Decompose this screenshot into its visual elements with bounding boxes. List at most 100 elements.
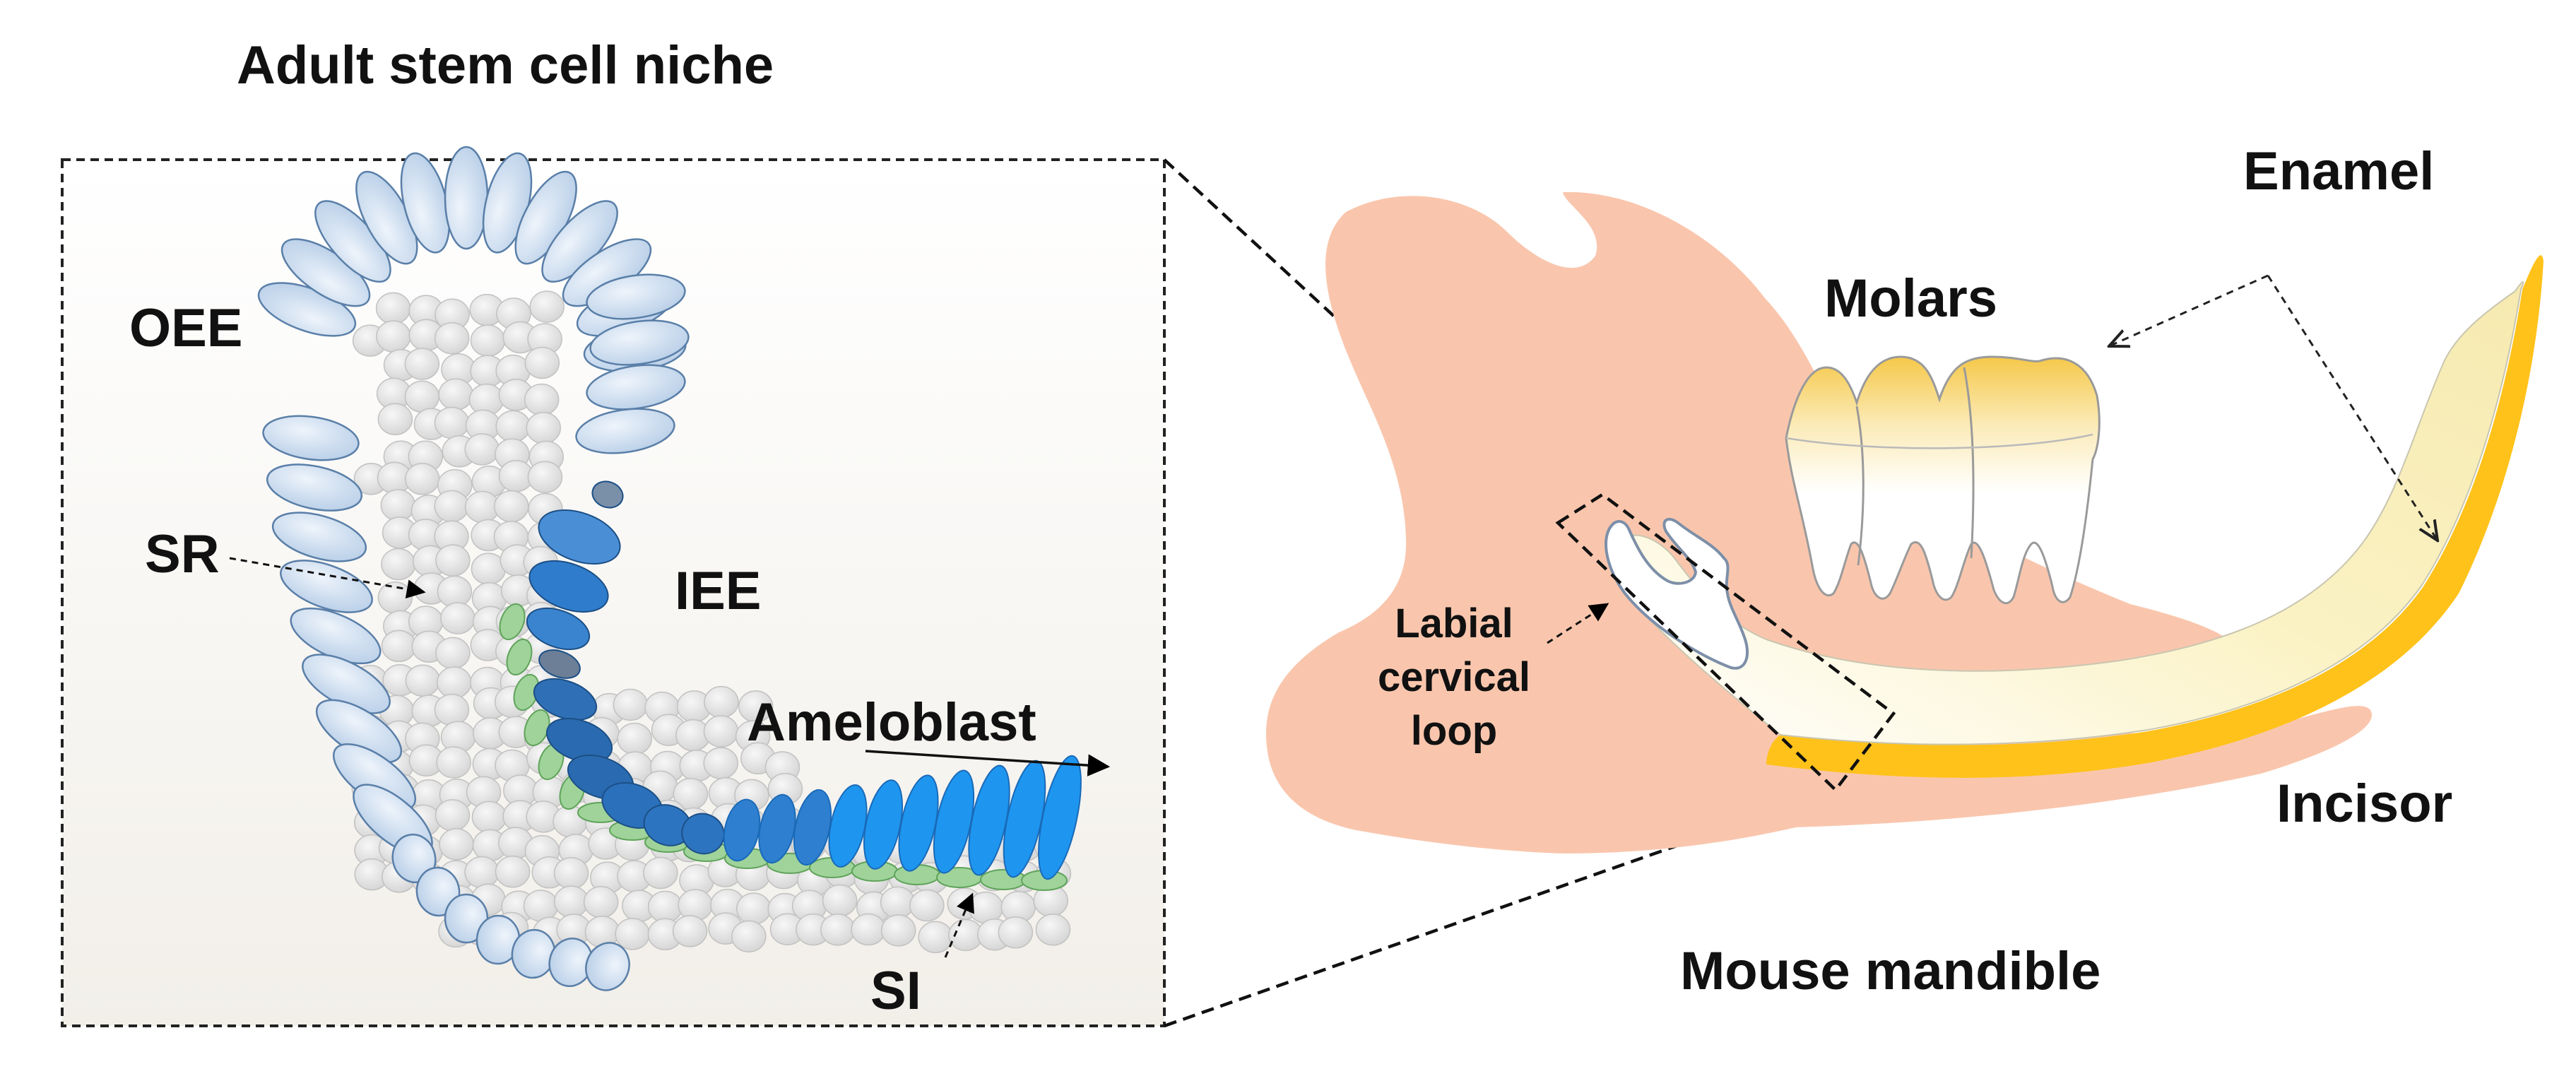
outer-cell — [585, 942, 630, 991]
molar-divider-2 — [1963, 367, 1975, 559]
ameloblast-arrow — [865, 750, 1111, 776]
inner-cell — [822, 884, 858, 917]
inner-cell — [381, 630, 417, 663]
iee-cell — [681, 813, 725, 855]
inner-cell — [376, 320, 411, 353]
cervical-loop-zoom-box — [1555, 492, 1896, 793]
ameloblast-cell — [1038, 755, 1082, 880]
inner-enamel-epithelium-cells — [526, 480, 1082, 880]
iee-cell — [538, 509, 621, 565]
si-arrow — [944, 892, 974, 958]
inner-cell — [523, 890, 559, 922]
inner-cell — [553, 857, 589, 890]
inner-cell — [527, 461, 563, 493]
inner-cell — [672, 915, 708, 947]
inner-cell — [435, 544, 471, 577]
inner-cell — [495, 410, 531, 443]
inner-cell — [377, 581, 413, 614]
outer-cell — [262, 415, 360, 461]
iee-cell — [538, 649, 581, 679]
label-incisor: Incisor — [2276, 774, 2452, 834]
outer-cell — [589, 319, 690, 366]
inner-cell — [404, 380, 440, 413]
inner-cell — [613, 688, 649, 721]
inner-cell — [880, 886, 916, 918]
label-molars: Molars — [1824, 268, 1997, 329]
label-cervical-loop-3: loop — [1411, 708, 1497, 754]
inner-cell — [464, 433, 500, 466]
label-sr: SR — [145, 524, 220, 584]
inner-cell — [615, 918, 650, 950]
outer-cell — [271, 512, 367, 562]
inner-cell — [471, 801, 507, 834]
niche-panel-border — [61, 158, 1166, 1027]
sr-arrow — [229, 557, 426, 599]
inner-cell — [381, 548, 416, 581]
ameloblast-cell — [723, 798, 761, 862]
inner-cell — [529, 290, 565, 323]
label-oee: OEE — [129, 298, 243, 358]
inner-cell — [583, 886, 619, 918]
inner-cell — [703, 715, 739, 748]
label-enamel: Enamel — [2243, 141, 2434, 201]
inner-cell — [434, 490, 469, 523]
inner-cell — [735, 892, 772, 925]
inner-cell — [440, 602, 475, 634]
inner-cell — [731, 920, 767, 953]
inner-cell — [495, 855, 531, 888]
inner-cell — [438, 378, 473, 411]
outer-cell — [444, 146, 489, 250]
iee-cell — [528, 560, 609, 613]
label-cervical-loop-1: Labial — [1395, 601, 1513, 646]
inner-cell — [820, 914, 856, 946]
outer-cell — [575, 408, 675, 454]
inner-cell — [1035, 913, 1071, 946]
iee-cell — [545, 717, 613, 764]
inner-cell — [464, 856, 500, 889]
inner-cell — [435, 799, 471, 832]
label-mouse-mandible: Mouse mandible — [1680, 941, 2101, 1001]
inner-cell — [470, 324, 506, 357]
ameloblast-cell — [758, 793, 796, 864]
inner-cell — [494, 490, 529, 523]
outer-cell — [444, 893, 489, 944]
inner-cell — [437, 666, 472, 699]
inner-cell — [703, 747, 738, 779]
mandible-lower-edge — [1696, 706, 2373, 829]
inner-cell — [553, 885, 589, 918]
inner-cell — [436, 746, 471, 779]
inner-cell — [377, 403, 413, 436]
inner-cell — [434, 406, 470, 439]
inner-cell — [380, 489, 416, 521]
outer-cell — [280, 560, 373, 613]
cervical-loop-arrow — [1547, 603, 1609, 644]
outer-cell — [266, 463, 363, 512]
inner-cell — [405, 664, 441, 697]
inner-cell — [404, 348, 440, 380]
labial-cervical-loop — [1605, 517, 1749, 670]
inner-cell — [435, 637, 471, 670]
inner-cell — [439, 828, 474, 861]
label-iee: IEE — [675, 561, 762, 621]
inner-cell — [880, 914, 916, 947]
si-cell — [499, 603, 526, 641]
iee-cell — [526, 607, 591, 651]
inner-cell — [851, 913, 886, 946]
inner-cell — [434, 693, 470, 726]
inner-cell — [647, 890, 683, 923]
inner-cell — [526, 411, 562, 444]
label-cervical-loop-2: cervical — [1378, 654, 1530, 700]
enamel-arrow-to-molars — [2109, 274, 2269, 346]
niche-title: Adult stem cell niche — [237, 35, 774, 95]
inner-cell — [404, 463, 440, 495]
label-ameloblast: Ameloblast — [747, 692, 1036, 752]
inner-cell — [434, 322, 470, 355]
inner-cell — [968, 891, 1004, 924]
inner-cell — [617, 722, 652, 755]
incisor-body — [1614, 281, 2524, 745]
molar-gumline — [1785, 433, 2093, 449]
inner-cell — [909, 889, 945, 922]
outer-cell — [586, 273, 686, 320]
outer-enamel-epithelium-cells — [257, 146, 690, 991]
